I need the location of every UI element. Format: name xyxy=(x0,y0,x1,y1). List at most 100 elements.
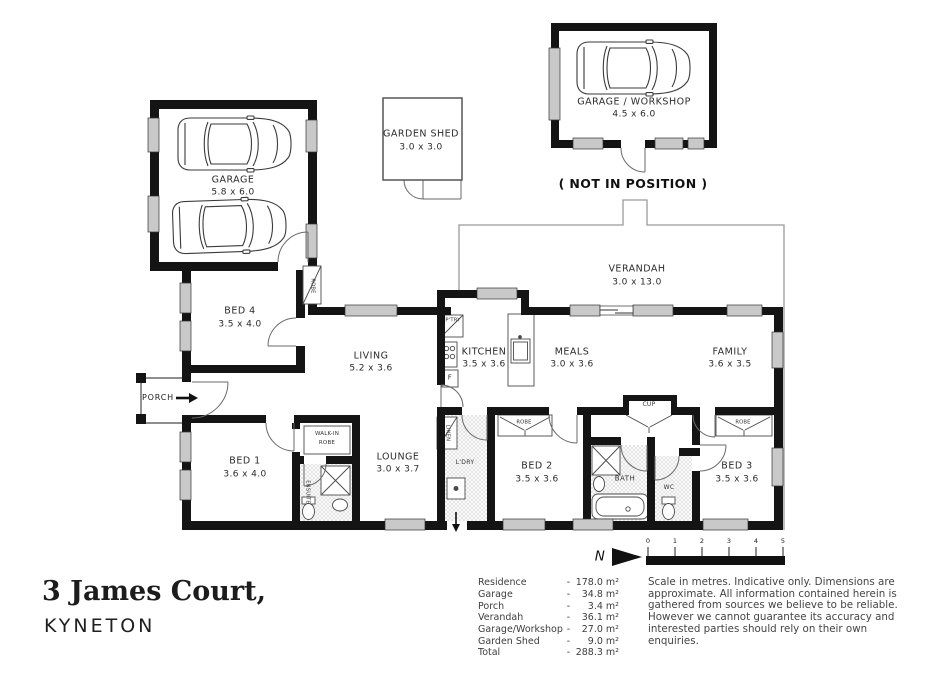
table-row: Verandah-36.1 m² xyxy=(478,612,619,624)
area-dash: - xyxy=(566,600,571,612)
area-dash: - xyxy=(566,612,571,624)
table-row: Garage -34.8 m² xyxy=(478,589,619,601)
family-dims: 3.6 x 3.5 xyxy=(708,359,752,370)
area-label: Garage/Workshop xyxy=(478,624,563,636)
scale-tick: 0 xyxy=(645,537,651,545)
pantry-label: P'TRY xyxy=(445,317,461,324)
living-label: LIVING xyxy=(353,350,389,362)
table-row: Total -288.3 m² xyxy=(478,647,619,659)
table-row: Garage/Workshop-27.0 m² xyxy=(478,624,619,636)
disclaimer-line: interested parties should rely on their … xyxy=(648,622,868,647)
area-dash: - xyxy=(566,635,571,647)
garden-shed-outline xyxy=(382,97,463,181)
north-label: N xyxy=(594,548,606,565)
bathtub-icon xyxy=(591,493,649,520)
ensuite-basin-icon xyxy=(332,498,348,512)
bed4-robe-label: ROBE xyxy=(309,278,316,294)
area-label: Garage xyxy=(478,589,513,601)
disclaimer-line: Scale in metres. Indicative only. Dimens… xyxy=(648,576,895,588)
area-label: Total xyxy=(478,647,501,659)
areas-table: Residence-178.0 m² Garage-34.8 m² Porch-… xyxy=(478,577,619,659)
area-value: 288.3 m² xyxy=(575,647,619,659)
scale-tick: 4 xyxy=(753,537,759,545)
bed2-robe-label: ROBE xyxy=(516,419,532,426)
scale-tick: 1 xyxy=(672,537,678,545)
page-subtitle: KYNETON xyxy=(44,615,156,637)
fridge-label: F xyxy=(447,373,453,382)
scale-tick: 5 xyxy=(780,537,786,545)
area-dash: - xyxy=(566,589,571,601)
page-title: 3 James Court, xyxy=(42,576,267,607)
area-dash: - xyxy=(566,624,571,636)
kitchen-label: KITCHEN xyxy=(461,346,507,358)
bed2-robe-icon xyxy=(497,414,553,437)
bed3-label: BED 3 xyxy=(721,460,753,472)
disclaimer-line: approximate. All information contained h… xyxy=(648,587,897,600)
meals-label: MEALS xyxy=(554,346,590,358)
bed4-label: BED 4 xyxy=(224,305,256,317)
door-swings xyxy=(191,147,727,487)
workshop-dims: 4.5 x 6.0 xyxy=(612,109,656,120)
disclaimer-line: gathered from sources we believe to be r… xyxy=(648,599,898,612)
area-label: Garden Shed xyxy=(478,635,540,647)
linen-label: LINEN xyxy=(444,424,451,442)
porch-outline xyxy=(136,373,182,424)
cooktop-icon xyxy=(441,341,458,368)
scale-bar xyxy=(646,547,785,565)
pantry-icon xyxy=(440,314,464,338)
verandah-dims: 3.0 x 13.0 xyxy=(612,277,662,288)
disclaimer: Scale in metres. Indicative only. Dimens… xyxy=(648,576,920,647)
area-value: 9.0 m² xyxy=(587,635,619,647)
garage-label: GARAGE xyxy=(211,174,255,186)
area-value: 178.0 m² xyxy=(575,577,619,589)
bed1-label: BED 1 xyxy=(229,455,261,467)
bed4-robe-icon xyxy=(302,265,322,305)
walk-in-robe-box xyxy=(303,425,351,455)
living-dims: 5.2 x 3.6 xyxy=(349,363,393,374)
laundry-label: L'DRY xyxy=(455,459,475,466)
not-in-position-note: ( NOT IN POSITION ) xyxy=(558,175,708,191)
bed3-dims: 3.5 x 3.6 xyxy=(715,474,759,485)
verandah-outline xyxy=(458,199,785,530)
area-label: Verandah xyxy=(478,612,524,624)
wc-label: WC xyxy=(663,484,675,491)
sliding-door-icon xyxy=(599,305,634,316)
car-icon xyxy=(177,115,292,173)
bath-label: BATH xyxy=(614,474,636,483)
walk-in-robe-label: WALK-IN ROBE xyxy=(315,430,339,448)
garden-shed-dims: 3.0 x 3.0 xyxy=(399,142,443,153)
ensuite-toilet-icon xyxy=(301,496,316,520)
windows xyxy=(147,47,784,531)
car-icon xyxy=(171,195,288,257)
bed3-robe-label: ROBE xyxy=(735,419,751,426)
area-value: 34.8 m² xyxy=(581,589,619,601)
bed1-dims: 3.6 x 4.0 xyxy=(223,469,267,480)
table-row: Residence-178.0 m² xyxy=(478,577,619,589)
lounge-dims: 3.0 x 3.7 xyxy=(376,464,420,475)
kitchen-dims: 3.5 x 3.6 xyxy=(462,359,506,370)
table-row: Porch-3.4 m² xyxy=(478,600,619,612)
bath-basin-icon xyxy=(593,476,605,492)
kitchen-island-icon xyxy=(507,313,535,387)
verandah-label: VERANDAH xyxy=(608,263,666,275)
north-arrow-icon xyxy=(612,548,642,566)
porch-label: PORCH xyxy=(142,393,174,402)
area-dash: - xyxy=(566,647,571,659)
table-row: Garden Shed - 9.0 m² xyxy=(478,635,619,647)
disclaimer-line: However we cannot guarantee its accuracy… xyxy=(648,611,895,624)
laundry-trough-icon xyxy=(446,477,466,500)
workshop-label: GARAGE / WORKSHOP xyxy=(577,96,691,108)
meals-dims: 3.0 x 3.6 xyxy=(550,359,594,370)
bed4-dims: 3.5 x 4.0 xyxy=(218,319,262,330)
car-icon xyxy=(576,39,691,97)
bath-shower-icon xyxy=(591,445,621,476)
laundry-exit-arrow-icon xyxy=(452,512,460,532)
area-value: 27.0 m² xyxy=(581,624,619,636)
cupboard-bifold-icon xyxy=(625,414,673,433)
bed2-dims: 3.5 x 3.6 xyxy=(515,474,559,485)
wc-toilet-icon xyxy=(661,496,676,520)
area-label: Porch xyxy=(478,600,505,612)
ensuite-label: ENSUITE xyxy=(304,480,311,504)
bed2-label: BED 2 xyxy=(521,460,553,472)
